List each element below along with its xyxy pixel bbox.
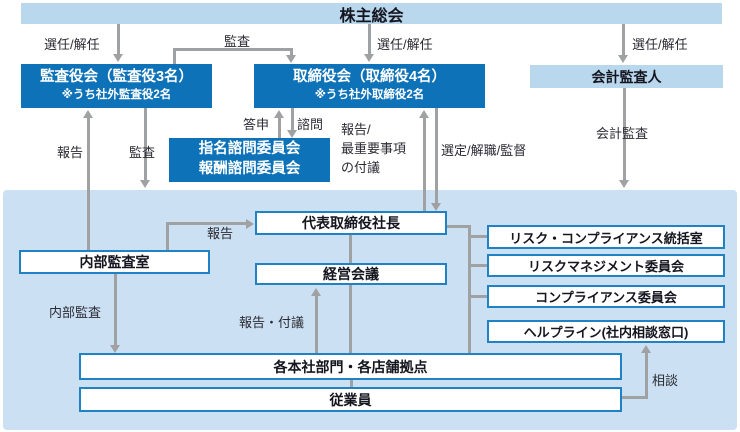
president-box: 代表取締役社長 <box>255 211 447 235</box>
connector-line <box>290 48 293 55</box>
accounting-audit-label: 会計監査 <box>596 126 649 141</box>
audit-board-box: 監査役会（監査役3名） ※うち社外監査役2名 <box>21 64 212 108</box>
shimon-label: 諮問 <box>297 117 324 132</box>
connector-line <box>471 235 487 238</box>
arrowhead-down <box>110 345 120 353</box>
internal-audit-label: 内部監査 <box>49 305 102 320</box>
report-to-president-label: 報告 <box>207 226 234 241</box>
hq-departments-box: 各本社部門・各店舗拠点 <box>79 353 622 380</box>
arrowhead-up <box>641 345 651 353</box>
risk-management-committee-label: リスクマネジメント委員会 <box>527 259 684 274</box>
arrowhead-down <box>113 54 123 62</box>
board-of-directors-box: 取締役会（取締役4名） ※うち社外取締役2名 <box>254 64 485 108</box>
connector-line <box>622 24 625 55</box>
risk-compliance-office-label: リスク・コンプライアンス統括室 <box>509 230 703 246</box>
arrowhead-up <box>311 288 321 296</box>
appoint-dismiss-center-label: 選任/解任 <box>377 37 433 52</box>
connector-line <box>435 108 438 203</box>
connector-line <box>645 352 648 399</box>
arrowhead-down <box>364 54 374 62</box>
risk-compliance-office-box: リスク・コンプライアンス統括室 <box>487 225 725 249</box>
arrowhead-down <box>286 55 296 63</box>
connector-line <box>144 108 147 180</box>
connector-line <box>315 296 318 353</box>
connector-line <box>173 48 176 64</box>
arrowhead-down <box>140 180 150 188</box>
connector-line <box>622 396 648 399</box>
arrowhead-right <box>246 219 254 229</box>
connector-line <box>114 274 117 345</box>
audit-board-line1: 監査役会（監査役3名） <box>39 69 194 86</box>
employees-label: 従業員 <box>329 391 372 408</box>
report-up-left-label: 報告 <box>57 145 84 160</box>
board-line2: ※うち社外取締役2名 <box>314 89 425 102</box>
appoint-dismiss-left-label: 選任/解任 <box>44 37 100 52</box>
arrowhead-up <box>83 110 93 118</box>
audit-down-left-label: 監査 <box>129 145 156 160</box>
connector-line <box>117 24 120 54</box>
accounting-auditor-label: 会計監査人 <box>591 68 662 85</box>
shareholders-meeting-label: 株主総会 <box>339 7 404 25</box>
arrowhead-down <box>618 55 628 63</box>
connector-line <box>471 295 487 298</box>
connector-line <box>166 222 246 225</box>
connector-line <box>471 264 487 267</box>
accounting-auditor-box: 会計監査人 <box>530 65 723 88</box>
advisory-line1: 指名諮問委員会 <box>198 141 301 158</box>
connector-line <box>349 235 352 263</box>
risk-management-committee-box: リスクマネジメント委員会 <box>487 254 725 277</box>
advisory-line2: 報酬諮問委員会 <box>198 161 301 177</box>
internal-audit-office-box: 内部監査室 <box>19 250 210 274</box>
consult-label: 相談 <box>652 373 679 388</box>
connector-line <box>278 118 281 138</box>
connector-line <box>166 222 169 250</box>
employees-box: 従業員 <box>79 387 622 412</box>
compliance-committee-box: コンプライアンス委員会 <box>487 285 725 308</box>
president-label: 代表取締役社長 <box>302 215 400 231</box>
audit-board-line2: ※うち社外監査役2名 <box>61 89 172 102</box>
report-fugi-label: 報告・付議 <box>239 315 305 330</box>
board-line1: 取締役会（取締役4名） <box>292 69 447 86</box>
connector-line <box>468 225 471 353</box>
hq-departments-label: 各本社部門・各店舗拠点 <box>273 358 428 375</box>
toshin-label: 答申 <box>243 117 270 132</box>
connector-line <box>349 285 352 353</box>
connector-line <box>423 118 426 211</box>
connector-line <box>173 48 293 51</box>
compliance-committee-label: コンプライアンス委員会 <box>535 290 677 305</box>
arrowhead-up <box>274 110 284 118</box>
connector-line <box>623 88 626 180</box>
helpline-box: ヘルプライン(社内相談窓口) <box>487 320 725 343</box>
connector-line <box>350 380 353 387</box>
shareholders-meeting-box: 株主総会 <box>21 3 722 25</box>
connector-line <box>87 118 90 250</box>
advisory-committees-box: 指名諮問委員会 報酬諮問委員会 <box>169 138 330 182</box>
connector-line <box>447 225 471 228</box>
arrowhead-down <box>287 130 297 138</box>
select-dismiss-supervise-label: 選定/解職/監督 <box>441 143 527 158</box>
helpline-label: ヘルプライン(社内相談窓口) <box>523 325 689 340</box>
connector-line <box>291 108 294 130</box>
internal-audit-office-label: 内部監査室 <box>79 254 150 270</box>
connector-line <box>368 24 371 54</box>
appoint-dismiss-right-label: 選任/解任 <box>632 37 688 52</box>
management-meeting-label: 経営会議 <box>323 266 379 282</box>
arrowhead-down <box>619 180 629 188</box>
report-agenda-label: 報告/ 最重要事項 の付議 <box>341 122 407 175</box>
arrowhead-up <box>419 110 429 118</box>
audit-top-label: 監査 <box>224 34 251 49</box>
management-meeting-box: 経営会議 <box>255 263 447 285</box>
arrowhead-down <box>431 203 441 211</box>
